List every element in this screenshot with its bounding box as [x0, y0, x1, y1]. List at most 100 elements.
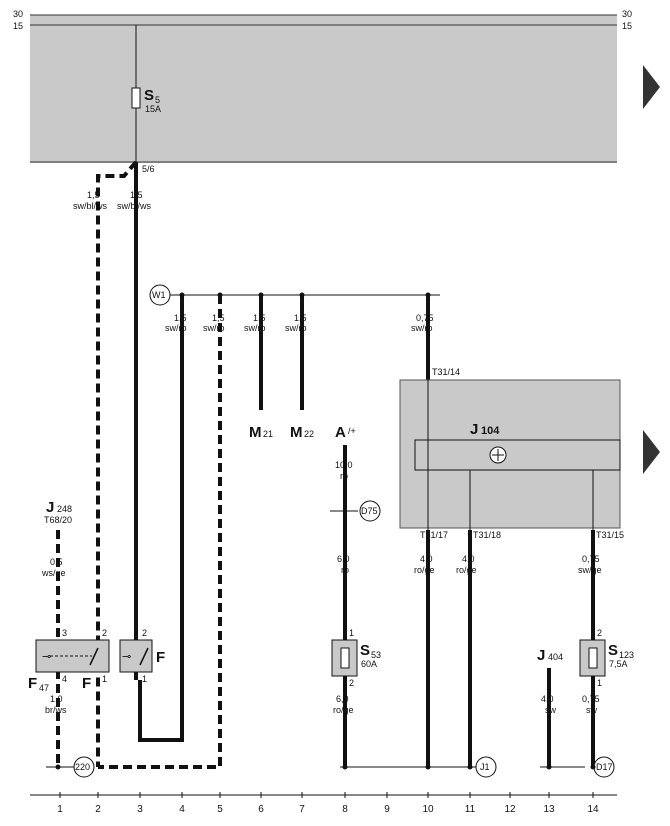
track-number: 2 — [95, 804, 101, 815]
svg-text:1,5: 1,5 — [253, 313, 266, 323]
svg-text:0,75: 0,75 — [416, 313, 434, 323]
svg-text:2: 2 — [349, 678, 354, 688]
svg-text:F: F — [156, 649, 165, 666]
svg-text:1: 1 — [142, 674, 147, 684]
continuation-arrow-mid — [643, 430, 660, 474]
svg-text:4,0: 4,0 — [462, 554, 475, 564]
svg-text:7,5A: 7,5A — [609, 659, 628, 669]
svg-text:248: 248 — [57, 504, 72, 514]
svg-text:D17: D17 — [596, 762, 613, 772]
module-j104-inner — [414, 439, 621, 471]
svg-text:0,5: 0,5 — [50, 557, 63, 567]
wire-label-color-b: sw/bl/ws — [117, 201, 152, 211]
battery-a: A — [335, 424, 346, 441]
svg-text:sw: sw — [586, 705, 598, 715]
svg-text:2: 2 — [102, 628, 107, 638]
track-number: 8 — [342, 804, 348, 815]
svg-text:T68/20: T68/20 — [44, 515, 72, 525]
svg-text:1: 1 — [102, 674, 107, 684]
wire-label-size-a: 1,5 — [87, 190, 100, 200]
svg-text:1: 1 — [349, 628, 354, 638]
svg-text:3: 3 — [62, 628, 67, 638]
track-number: 13 — [543, 804, 555, 815]
svg-text:T31/18: T31/18 — [473, 530, 501, 540]
svg-text:60A: 60A — [361, 659, 377, 669]
svg-text:J1: J1 — [480, 762, 490, 772]
svg-text:6,0: 6,0 — [336, 694, 349, 704]
svg-text:0,75: 0,75 — [582, 554, 600, 564]
rail-label-30-right: 30 — [622, 9, 632, 19]
svg-text:1: 1 — [597, 678, 602, 688]
rail-label-15-left: 15 — [13, 21, 23, 31]
rail-label-15-right: 15 — [622, 21, 632, 31]
svg-text:T31/15: T31/15 — [596, 530, 624, 540]
svg-text:ro: ro — [340, 471, 348, 481]
svg-text:sw/ro: sw/ro — [411, 323, 433, 333]
svg-text:sw/ro: sw/ro — [244, 323, 266, 333]
wire-label-size-b: 1,5 — [130, 190, 143, 200]
svg-text:2: 2 — [142, 628, 147, 638]
switch-icon: ⊸ — [42, 651, 51, 663]
connector-220 — [73, 756, 95, 778]
track-number: 11 — [465, 804, 476, 815]
svg-text:53: 53 — [371, 650, 381, 660]
terminal-5-6: 5/6 — [142, 164, 155, 174]
svg-text:404: 404 — [548, 652, 563, 662]
wire-col5-dashed — [98, 295, 222, 769]
svg-text:J: J — [46, 499, 54, 516]
track-number: 12 — [504, 804, 516, 815]
svg-text:10,0: 10,0 — [335, 460, 353, 470]
svg-text:22: 22 — [304, 429, 314, 439]
svg-text:F: F — [28, 675, 37, 692]
svg-text:220: 220 — [75, 762, 90, 772]
ground-m22: M — [290, 424, 303, 441]
module-j104-name: J — [470, 421, 478, 438]
svg-text:1,5: 1,5 — [212, 313, 225, 323]
svg-text:21: 21 — [263, 429, 273, 439]
svg-text:0,75: 0,75 — [582, 694, 600, 704]
switch-f-box — [119, 639, 153, 673]
svg-text:br/ws: br/ws — [45, 705, 67, 715]
track-number: 1 — [57, 804, 63, 815]
svg-text:sw/ge: sw/ge — [578, 565, 602, 575]
svg-text:1,5: 1,5 — [294, 313, 307, 323]
svg-text:1,5: 1,5 — [174, 313, 187, 323]
track-number: 14 — [587, 804, 599, 815]
svg-text:ws/ge: ws/ge — [41, 568, 66, 578]
wire-label-color-a: sw/bl/ws — [73, 201, 108, 211]
svg-text:1,0: 1,0 — [50, 694, 63, 704]
svg-text:4,0: 4,0 — [420, 554, 433, 564]
svg-text:123: 123 — [619, 650, 634, 660]
svg-text:ro/ge: ro/ge — [333, 705, 354, 715]
svg-text:/+: /+ — [348, 426, 356, 436]
svg-text:sw/ro: sw/ro — [165, 323, 187, 333]
svg-text:sw: sw — [545, 705, 557, 715]
ground-m21: M — [249, 424, 262, 441]
fuse-s5-sub: 5 — [155, 95, 160, 105]
svg-text:D75: D75 — [361, 506, 378, 516]
rail-label-30-left: 30 — [13, 9, 23, 19]
wire-dashed-col2 — [96, 160, 138, 767]
connector-w1-label: W1 — [152, 290, 166, 300]
continuation-arrow-top — [643, 65, 660, 109]
svg-text:T31/14: T31/14 — [432, 367, 460, 377]
track-number: 5 — [217, 804, 223, 815]
track-number: 9 — [384, 804, 390, 815]
track-number: 10 — [422, 804, 434, 815]
svg-text:4: 4 — [62, 674, 67, 684]
track-number: 6 — [258, 804, 264, 815]
fuse-s5-name: S — [144, 87, 154, 104]
svg-text:F: F — [82, 675, 91, 692]
svg-text:sw/ro: sw/ro — [203, 323, 225, 333]
svg-text:2: 2 — [597, 628, 602, 638]
svg-text:47: 47 — [39, 683, 49, 693]
connector-j1 — [475, 756, 497, 778]
svg-text:J: J — [537, 647, 545, 664]
connector-d75 — [359, 500, 381, 522]
svg-text:6,0: 6,0 — [337, 554, 350, 564]
track-number: 7 — [299, 804, 305, 815]
track-number: 4 — [179, 804, 185, 815]
svg-text:T31/17: T31/17 — [420, 530, 448, 540]
